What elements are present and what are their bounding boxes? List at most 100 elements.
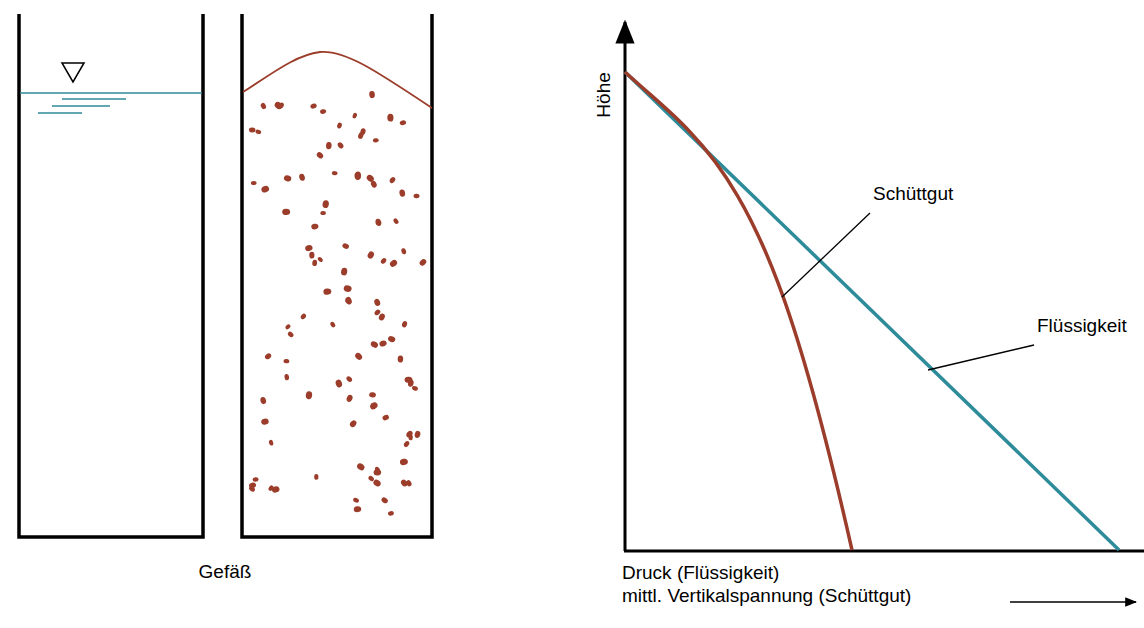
grain: [387, 335, 396, 343]
grain: [353, 506, 361, 513]
grain: [413, 194, 419, 199]
grain: [312, 259, 317, 266]
grain: [382, 414, 390, 421]
grain: [268, 485, 275, 492]
grain: [252, 477, 258, 482]
grain: [366, 250, 375, 259]
grain: [284, 374, 289, 381]
grain: [373, 469, 381, 475]
grain: [403, 440, 411, 448]
curve-label: Schüttgut: [873, 183, 953, 205]
grain: [418, 258, 427, 267]
grain: [314, 474, 318, 480]
grain: [354, 352, 364, 362]
grain: [373, 138, 380, 143]
grain: [356, 462, 366, 472]
grain: [255, 129, 262, 135]
grain: [311, 223, 319, 230]
grain: [414, 430, 421, 438]
grain: [337, 141, 345, 149]
grain: [320, 109, 327, 115]
grain: [300, 313, 307, 321]
grain: [369, 91, 375, 99]
grain: [397, 355, 403, 362]
grain: [326, 142, 332, 150]
grain: [369, 392, 376, 398]
grain: [373, 298, 381, 307]
grain: [260, 397, 267, 405]
liquid-vessel: [19, 14, 203, 537]
grain: [268, 439, 274, 446]
grain: [317, 256, 324, 263]
grain: [260, 185, 270, 194]
grain: [316, 151, 325, 160]
grain: [322, 200, 330, 209]
axis-label: mittl. Vertikalspannung (Schüttgut): [622, 585, 911, 607]
grain: [305, 391, 312, 400]
grain: [320, 211, 326, 215]
grain: [283, 174, 292, 182]
grain: [343, 285, 352, 293]
grain: [411, 385, 418, 391]
grain: [387, 114, 393, 122]
grain: [389, 259, 399, 269]
grain: [367, 475, 374, 482]
grain: [345, 375, 353, 383]
grain: [264, 352, 272, 360]
grain: [388, 511, 395, 517]
grain: [399, 189, 406, 197]
grain: [375, 218, 382, 227]
grain: [332, 171, 338, 176]
vessel-caption: Gefäß: [199, 561, 252, 583]
grain: [299, 173, 306, 181]
grain: [399, 120, 406, 126]
grain: [400, 478, 409, 487]
grain: [335, 379, 343, 388]
grain: [360, 128, 366, 136]
grain: [365, 173, 375, 183]
axis-label: Höhe: [593, 72, 615, 117]
grain: [378, 313, 386, 322]
grain: [282, 209, 290, 216]
grain: [399, 458, 408, 465]
grain: [349, 419, 358, 428]
grain: [336, 122, 342, 129]
grain: [251, 181, 257, 185]
grain: [249, 127, 256, 132]
grain: [392, 217, 399, 224]
grain: [340, 267, 347, 276]
grain: [342, 242, 350, 249]
grain: [380, 257, 388, 265]
grain: [355, 171, 361, 179]
grain: [352, 497, 359, 504]
grain: [401, 248, 407, 255]
grain: [248, 482, 256, 489]
grain: [372, 478, 382, 487]
grain: [401, 320, 408, 328]
grain: [278, 102, 285, 110]
grain: [370, 340, 379, 349]
grain: [346, 394, 354, 403]
grain: [352, 112, 358, 119]
grain: [309, 252, 314, 259]
bulk-vessel: [242, 14, 432, 537]
curve-label: Flüssigkeit: [1037, 315, 1127, 337]
grain: [404, 376, 412, 383]
axis-label: Druck (Flüssigkeit): [622, 562, 779, 584]
grain: [380, 496, 388, 504]
grain: [405, 430, 414, 439]
grain: [354, 172, 361, 181]
grain: [287, 331, 295, 339]
grain: [260, 102, 267, 110]
grain: [304, 244, 313, 252]
grain: [283, 359, 290, 364]
grain: [261, 418, 270, 426]
grain: [344, 296, 352, 305]
grain: [369, 401, 379, 411]
grain: [379, 340, 388, 348]
grain: [284, 323, 291, 330]
grain: [389, 176, 397, 184]
grain: [329, 321, 336, 328]
grain: [323, 288, 331, 295]
